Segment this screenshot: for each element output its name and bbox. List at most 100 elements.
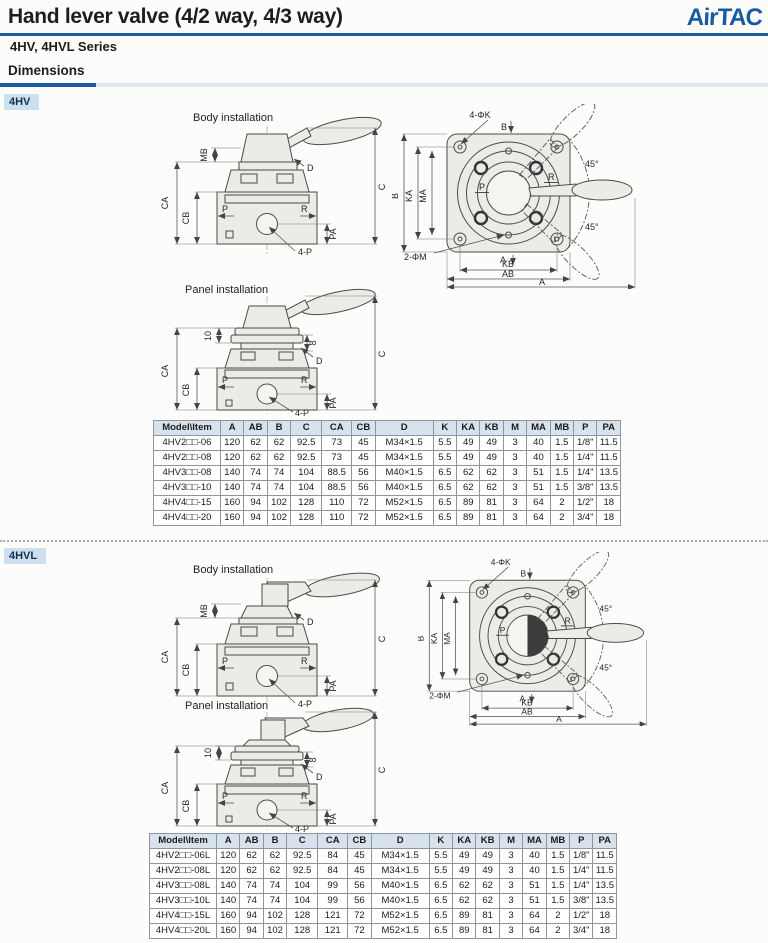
- value-cell: 51: [522, 893, 547, 909]
- value-cell: 56: [347, 893, 372, 909]
- dim-label-ab: AB: [521, 707, 533, 717]
- column-header: D: [370, 833, 430, 849]
- value-cell: 3: [498, 908, 524, 924]
- column-header: D: [374, 420, 434, 436]
- panel-nut: [230, 334, 304, 344]
- value-cell: 6.5: [428, 878, 454, 894]
- value-cell: 62: [456, 480, 481, 496]
- model-cell: 4HV3□□-08L: [149, 878, 217, 894]
- value-cell: 56: [347, 878, 372, 894]
- value-cell: 3/8": [573, 480, 598, 496]
- value-cell: 3: [498, 878, 524, 894]
- value-cell: 3: [502, 450, 528, 466]
- value-cell: 120: [215, 848, 241, 864]
- column-header: M: [498, 833, 524, 849]
- value-cell: 74: [243, 480, 268, 496]
- value-cell: 40: [526, 450, 551, 466]
- value-cell: 102: [262, 923, 288, 939]
- value-cell: 56: [351, 480, 376, 496]
- dimension-lines: [173, 711, 379, 829]
- value-cell: 104: [290, 480, 323, 496]
- value-cell: 3: [502, 435, 528, 451]
- value-cell: 1.5: [549, 465, 575, 481]
- dim-label-kb: KB: [521, 697, 533, 707]
- header-rule: [0, 33, 768, 36]
- value-cell: 89: [456, 495, 481, 511]
- column-header: MA: [522, 833, 547, 849]
- panel-installation-drawing-4hv: Panel installation: [160, 284, 387, 417]
- callout-4p: 4-P: [295, 408, 309, 417]
- port-label-b: B: [520, 568, 526, 578]
- value-cell: 11.5: [592, 848, 617, 864]
- column-header: MB: [549, 420, 575, 436]
- value-cell: 18: [596, 510, 621, 526]
- value-cell: 62: [239, 848, 264, 864]
- dim-label-c: C: [377, 183, 387, 190]
- value-cell: 3: [502, 510, 528, 526]
- value-cell: 104: [286, 878, 319, 894]
- front-view-drawing-4hv: 4-ΦK B 45° 45° R P B KA MA 2-ΦM A KB AB …: [392, 104, 636, 289]
- port-label-a: A: [500, 255, 506, 265]
- drawing-title: Panel installation: [185, 284, 268, 296]
- value-cell: 49: [475, 848, 500, 864]
- value-cell: 3: [502, 495, 528, 511]
- column-header: PA: [592, 833, 617, 849]
- lever-position-up: [537, 552, 610, 624]
- value-cell: 99: [317, 878, 349, 894]
- column-header: P: [569, 833, 594, 849]
- value-cell: 2: [549, 510, 575, 526]
- dimensions-underline: [0, 83, 768, 87]
- value-cell: 62: [452, 878, 477, 894]
- model-cell: 4HV2□□-06: [153, 435, 221, 451]
- callout-2-phi-m: 2-ΦM: [404, 252, 427, 262]
- valve-knob: [224, 605, 310, 645]
- dim-label-d: D: [307, 163, 314, 173]
- value-cell: 62: [243, 450, 268, 466]
- column-header: MA: [526, 420, 551, 436]
- value-cell: 62: [262, 863, 288, 879]
- value-cell: 40: [526, 435, 551, 451]
- value-cell: 110: [321, 495, 353, 511]
- column-header: C: [286, 833, 319, 849]
- dim-label-pa: PA: [328, 680, 338, 691]
- value-cell: 92.5: [286, 848, 319, 864]
- hand-lever: [546, 623, 645, 643]
- body-installation-drawing-4hv: Body installation: [160, 112, 387, 257]
- port-label-p: P: [222, 204, 228, 214]
- value-cell: 1/4": [573, 465, 598, 481]
- angle-label-top: 45°: [599, 603, 612, 613]
- dim-label-pa: PA: [328, 228, 338, 239]
- value-cell: 94: [243, 510, 268, 526]
- value-cell: 3: [498, 863, 524, 879]
- value-cell: 13.5: [596, 465, 621, 481]
- value-cell: M52×1.5: [370, 923, 430, 939]
- value-cell: 62: [266, 435, 292, 451]
- angle-label-top: 45°: [585, 159, 599, 169]
- value-cell: 94: [239, 923, 264, 939]
- dim-label-ca: CA: [160, 782, 170, 795]
- value-cell: M40×1.5: [370, 893, 430, 909]
- dim-label-ca: CA: [160, 651, 170, 664]
- value-cell: 5.5: [428, 863, 454, 879]
- column-header: K: [428, 833, 454, 849]
- column-header: K: [432, 420, 458, 436]
- model-cell: 4HV2□□-06L: [149, 848, 217, 864]
- column-header: MB: [545, 833, 571, 849]
- value-cell: 5.5: [432, 435, 458, 451]
- value-cell: 18: [596, 495, 621, 511]
- model-cell: 4HV4□□-15L: [149, 908, 217, 924]
- port-label-r: R: [301, 656, 308, 666]
- value-cell: 13.5: [592, 893, 617, 909]
- value-cell: 13.5: [592, 878, 617, 894]
- value-cell: M40×1.5: [370, 878, 430, 894]
- value-cell: 140: [215, 878, 241, 894]
- dim-label-d: D: [307, 617, 314, 627]
